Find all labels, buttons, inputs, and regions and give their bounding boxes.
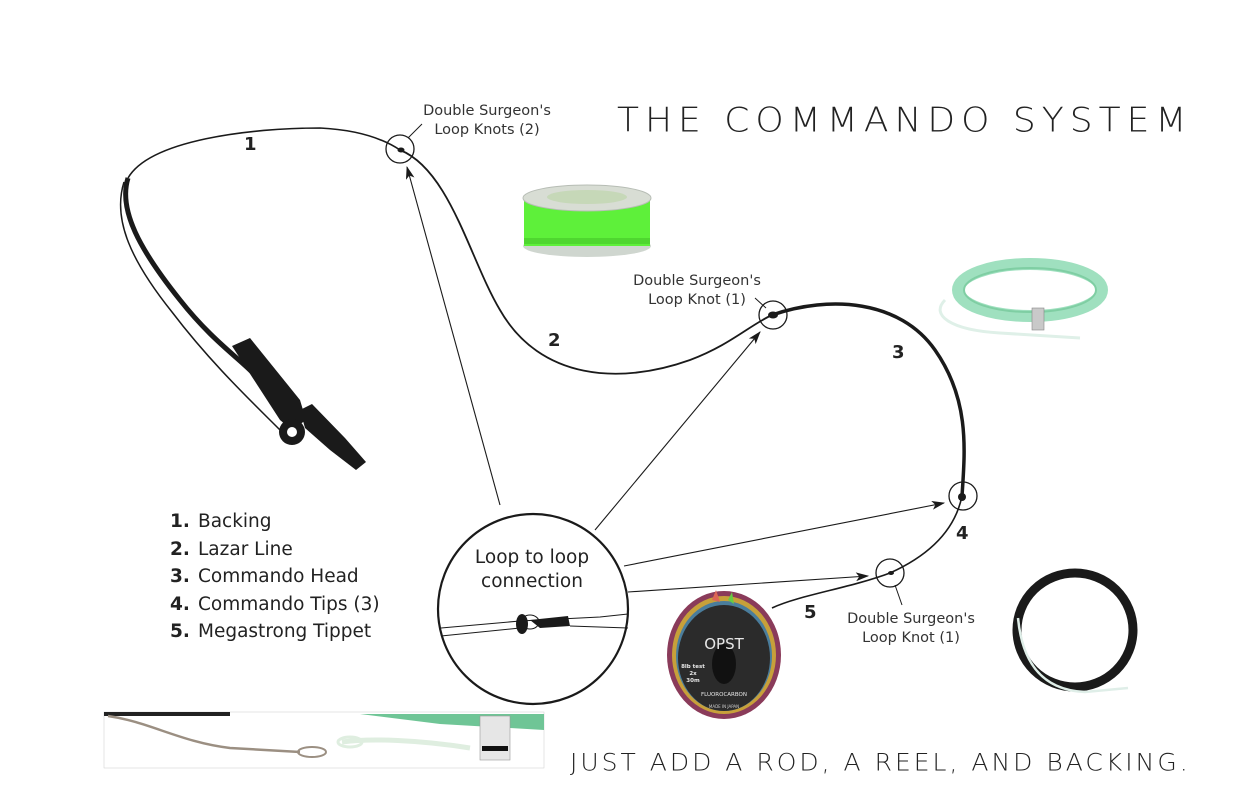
tippet-brand-label: OPST	[704, 635, 744, 653]
legend-item-label: Lazar Line	[198, 538, 293, 560]
legend-item-number: 3.	[170, 566, 190, 587]
callout-knot-mid-line1: Double Surgeon's	[633, 273, 761, 289]
loop-to-loop-detail	[436, 512, 630, 706]
segment-number-4: 4	[956, 523, 969, 544]
legend-item-number: 1.	[170, 511, 190, 532]
legend-item-label: Commando Tips (3)	[198, 593, 380, 615]
legend-item: 2. Lazar Line	[170, 536, 380, 564]
legend-item-label: Backing	[198, 511, 272, 532]
loop-photo-strip	[103, 711, 545, 769]
arrow-to-top-knot	[405, 165, 501, 506]
line-segment-1-backing	[127, 127, 401, 179]
line-segment-4-commando-tip	[889, 495, 963, 574]
callout-knot-bottom: Double Surgeon's Loop Knot (1)	[836, 610, 986, 648]
knot-marker-mid	[754, 297, 788, 330]
callout-knot-bottom-line2: Loop Knot (1)	[862, 630, 960, 646]
legend-item: 1. Backing	[170, 508, 380, 536]
tippet-material-label: FLUOROCARBON	[701, 692, 747, 698]
line-segment-3-commando-head	[771, 302, 966, 497]
diagram-title: THE COMMANDO SYSTEM	[617, 101, 1193, 140]
tippet-length-label: 30m	[686, 678, 700, 684]
tippet-test-label: 8lb test	[681, 664, 705, 670]
arrow-to-head-tip-knot	[623, 501, 946, 567]
callout-knot-mid-line2: Loop Knot (1)	[648, 292, 746, 308]
commando-tip-coil-image	[1012, 568, 1138, 694]
knot-marker-bottom	[875, 558, 905, 606]
callout-knot-mid: Double Surgeon's Loop Knot (1)	[622, 272, 772, 310]
legend-item-number: 4.	[170, 593, 190, 615]
arrow-to-bottom-knot	[627, 572, 870, 593]
callout-knots-top: Double Surgeon's Loop Knots (2)	[412, 102, 562, 140]
callout-knot-bottom-line1: Double Surgeon's	[847, 611, 975, 627]
segment-number-1: 1	[244, 134, 257, 155]
legend-item: 5. Megastrong Tippet	[170, 618, 380, 646]
diagram-tagline: JUST ADD A ROD, A REEL, AND BACKING.	[570, 748, 1191, 777]
lazar-line-spool-image	[522, 184, 652, 257]
tippet-x-label: 2x	[689, 671, 697, 677]
legend-item-number: 2.	[170, 538, 190, 560]
loop-to-loop-label-line2: connection	[481, 571, 583, 592]
loop-to-loop-label-line1: Loop to loop	[474, 547, 590, 568]
segment-number-3: 3	[892, 342, 905, 363]
components-legend: 1. Backing 2. Lazar Line 3. Commando Head 4…	[170, 508, 380, 646]
knot-marker-head-tip	[948, 481, 978, 511]
line-segment-2-lazar-line	[399, 149, 773, 375]
legend-item-number: 5.	[170, 621, 190, 642]
legend-item-label: Commando Head	[198, 566, 359, 587]
megastrong-tippet-spool-image	[667, 590, 781, 719]
fishing-rod-icon	[119, 177, 366, 470]
segment-number-5: 5	[804, 602, 817, 623]
segment-number-2: 2	[548, 330, 561, 351]
loop-to-loop-label: Loop to loop connection	[462, 546, 602, 594]
callout-knots-top-line1: Double Surgeon's	[423, 103, 551, 119]
legend-item-label: Megastrong Tippet	[198, 621, 372, 642]
knot-marker-top	[385, 123, 423, 164]
commando-head-coil-image	[938, 258, 1108, 340]
legend-item: 4. Commando Tips (3)	[170, 591, 380, 619]
callout-knots-top-line2: Loop Knots (2)	[434, 122, 540, 138]
tippet-origin-label: MADE IN JAPAN	[709, 704, 739, 709]
legend-item: 3. Commando Head	[170, 563, 380, 591]
arrow-to-mid-knot	[594, 331, 761, 531]
